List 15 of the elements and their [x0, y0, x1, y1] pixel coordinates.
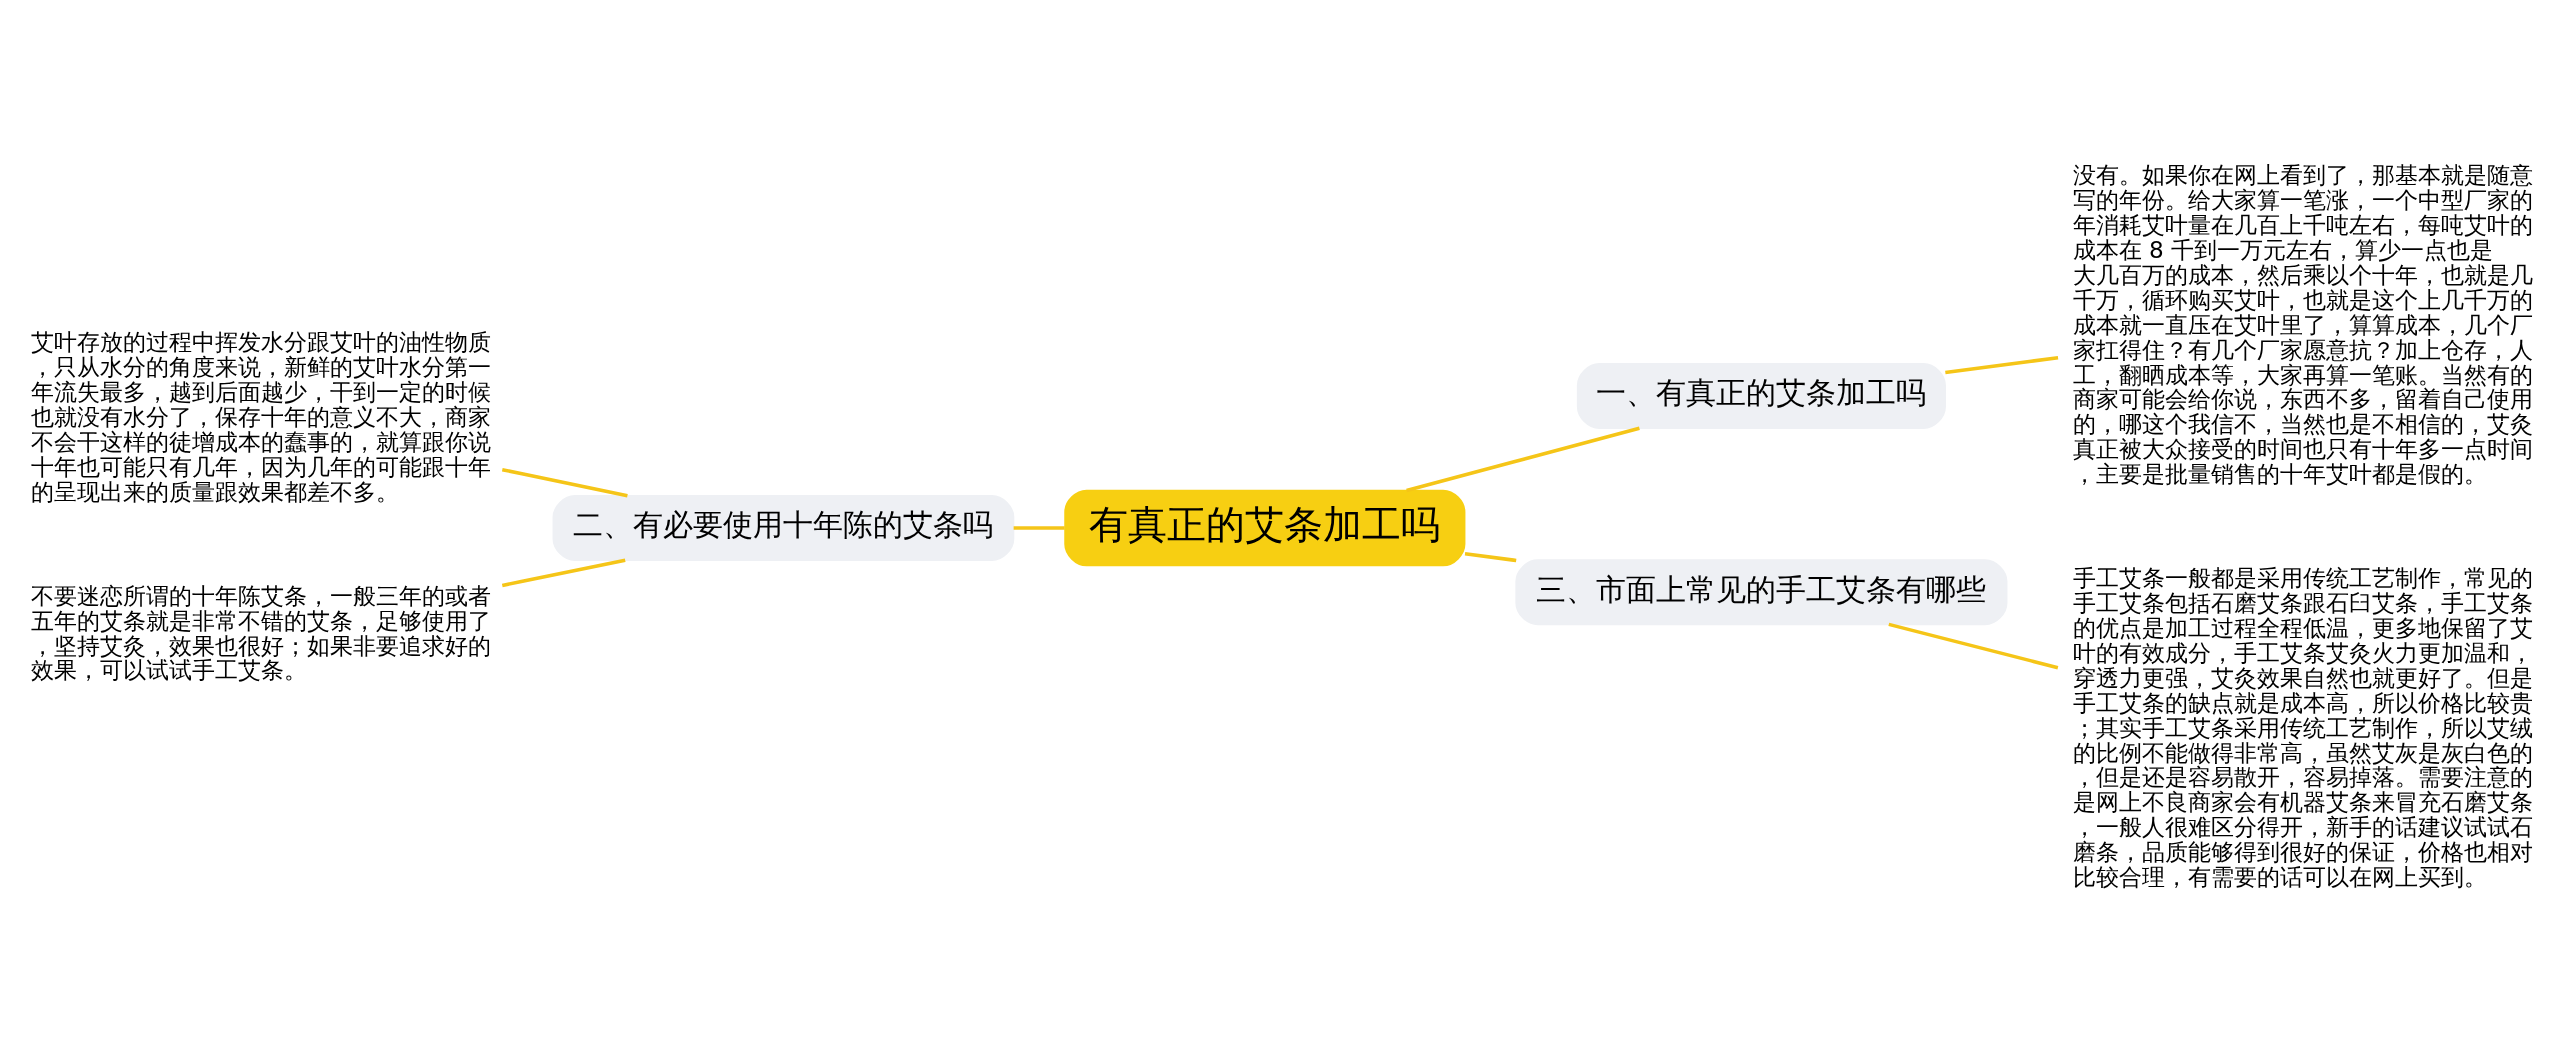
node-text: 没有。如果你在网上看到了，那基本就是随意写的年份。给大家算一笔涨，一个中型厂家的年消耗艾叶量在几百上千吨左右，每吨艾叶的成本在 8 千到一万元左右，算少一点也是大几百万的成本，然后乘以个十年，也就是几千万，循环购买艾叶，也就是这个上几千万的成本就一直压在艾叶里了，算算成本，几个厂家扛得住？有几个厂家愿意抗？加上仓存，人工，翻晒成本等，大家再算一笔账。当然有的商家可能会给你说，东西不多，留着自己使用的，哪这个我信不，当然也是不相信的，艾灸真正被大众接受的时间也只有十年多一点时间，主要是批量销售的十年艾叶都是假的。 — [2072, 160, 2533, 488]
node-text: 不要迷恋所谓的十年陈艾条，一般三年的或者五年的艾条就是非常不错的艾条，足够使用了，坚持艾灸，效果也很好；如果非要追求好的效果，可以试试手工艾条。 — [31, 581, 491, 684]
connector — [1406, 426, 1640, 493]
connector — [1013, 526, 1065, 530]
node-text: 艾叶存放的过程中挥发水分跟艾叶的油性物质，只从水分的角度来说，新鲜的艾叶水分第一年流失最多，越到后面越少，干到一定的时候也就没有水分了，保存十年的意义不大，商家不会干这样的徒增成本的蠢事的，就算跟你说十年也可能只有几年，因为几年的可能跟十年的呈现出来的质量跟效果都差不多。 — [31, 328, 491, 506]
connector — [1464, 552, 1517, 563]
connector — [501, 467, 628, 498]
node-box: 有真正的艾条加工吗 — [1064, 489, 1466, 567]
connector — [1888, 622, 2059, 670]
node-box: 三、市面上常见的手工艾条有哪些 — [1515, 559, 2008, 626]
connector — [1945, 356, 2059, 375]
node-box: 一、有真正的艾条加工吗 — [1576, 363, 1946, 430]
connector — [501, 558, 626, 588]
node-text: 手工艾条一般都是采用传统工艺制作，常见的手工艾条包括石磨艾条跟石臼艾条，手工艾条的优点是加工过程全程低温，更多地保留了艾叶的有效成分，手工艾条艾灸火力更加温和，穿透力更强，艾灸效果自然也就更好了。但是手工艾条的缺点就是成本高，所以价格比较贵；其实手工艾条采用传统工艺制作，所以艾绒的比例不能做得非常高，虽然艾灰是灰白色的，但是还是容易散开，容易掉落。需要注意的是网上不良商家会有机器艾条来冒充石磨艾条，一般人很难区分得开，新手的话建议试试石磨条，品质能够得到很好的保证，价格也相对比较合理，有需要的话可以在网上买到。 — [2072, 563, 2533, 891]
node-box: 二、有必要使用十年陈的艾条吗 — [552, 495, 1015, 561]
